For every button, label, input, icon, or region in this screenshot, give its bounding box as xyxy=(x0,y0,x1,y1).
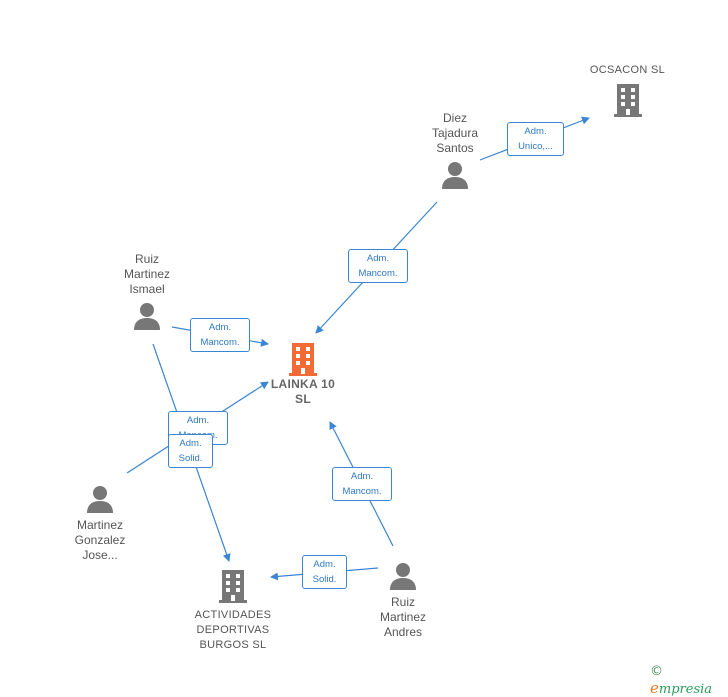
person-label-line: Jose... xyxy=(82,548,118,562)
edge-label-line: Adm. xyxy=(208,322,232,333)
edge-label-line: Mancom. xyxy=(200,337,240,348)
building-icon xyxy=(289,343,317,376)
person-label-line: Andres xyxy=(383,625,423,639)
person-label-line: Diez xyxy=(442,111,467,125)
edge-label-line: Solid. xyxy=(312,574,337,585)
edge-label-diez-ocsacon[interactable]: Adm. Unico,... xyxy=(507,122,564,156)
company-label-line: SL xyxy=(295,392,311,406)
edge-label-line: Adm. xyxy=(366,253,390,264)
company-label-line: BURGOS SL xyxy=(199,639,267,651)
edge-label-diez-lainka[interactable]: Adm. Mancom. xyxy=(348,249,408,283)
person-node-martinez-jose[interactable]: Martinez Gonzalez Jose... xyxy=(60,484,140,563)
person-label-line: Martinez xyxy=(379,610,426,624)
company-node-actividades[interactable]: ACTIVIDADES DEPORTIVAS BURGOS SL xyxy=(183,568,283,653)
edge-label-line: Adm. xyxy=(524,126,547,137)
edge-label-line: Adm. xyxy=(313,559,336,570)
person-node-diez[interactable]: Diez Tajadura Santos xyxy=(415,111,495,190)
person-label-line: Ruiz xyxy=(134,252,159,266)
company-node-ocsacon[interactable]: OCSACON SL xyxy=(580,63,675,118)
person-label-line: Martinez xyxy=(123,267,170,281)
edge-label-line: Mancom. xyxy=(358,268,398,279)
edge-label-jose-lainka[interactable]: Adm. Solid. xyxy=(168,434,213,468)
person-icon xyxy=(134,303,160,330)
company-node-lainka[interactable]: LAINKA 10 SL xyxy=(258,341,348,407)
building-icon xyxy=(219,570,247,603)
person-label-line: Gonzalez xyxy=(74,533,126,547)
company-label-line: DEPORTIVAS xyxy=(196,624,270,636)
edge-label-line: Unico,... xyxy=(518,141,553,152)
company-label-line: ACTIVIDADES xyxy=(194,609,272,621)
company-label-line: LAINKA 10 xyxy=(270,377,336,391)
person-node-ruiz-andres[interactable]: Ruiz Martinez Andres xyxy=(363,561,443,640)
building-icon xyxy=(613,84,642,117)
edge-label-andres-lainka[interactable]: Adm. Mancom. xyxy=(332,467,392,501)
person-label-line: Santos xyxy=(436,141,474,155)
person-label-line: Martinez xyxy=(76,518,123,532)
edge-label-andres-actividades[interactable]: Adm. Solid. xyxy=(302,555,347,589)
company-label: OCSACON SL xyxy=(589,64,666,76)
person-label-line: Tajadura xyxy=(431,126,479,140)
person-icon xyxy=(390,563,416,590)
person-icon xyxy=(87,486,113,513)
brand-initial: e xyxy=(650,679,659,697)
edge-label-line: Mancom. xyxy=(342,486,382,497)
person-node-ruiz-ismael[interactable]: Ruiz Martinez Ismael xyxy=(107,252,187,331)
edge-label-line: Adm. xyxy=(350,471,374,482)
edge-label-line: Solid. xyxy=(178,453,203,464)
edge-label-line: Adm. xyxy=(186,415,210,426)
edge-label-line: Adm. xyxy=(179,438,202,449)
edge-label-ismael-lainka[interactable]: Adm. Mancom. xyxy=(190,318,250,352)
empresia-logo: © empresia xyxy=(650,664,728,697)
brand-name: mpresia xyxy=(658,682,713,697)
person-label-line: Ruiz xyxy=(390,595,415,609)
person-icon xyxy=(442,162,468,189)
person-label-line: Ismael xyxy=(129,282,165,296)
copyright-symbol: © xyxy=(650,664,663,679)
